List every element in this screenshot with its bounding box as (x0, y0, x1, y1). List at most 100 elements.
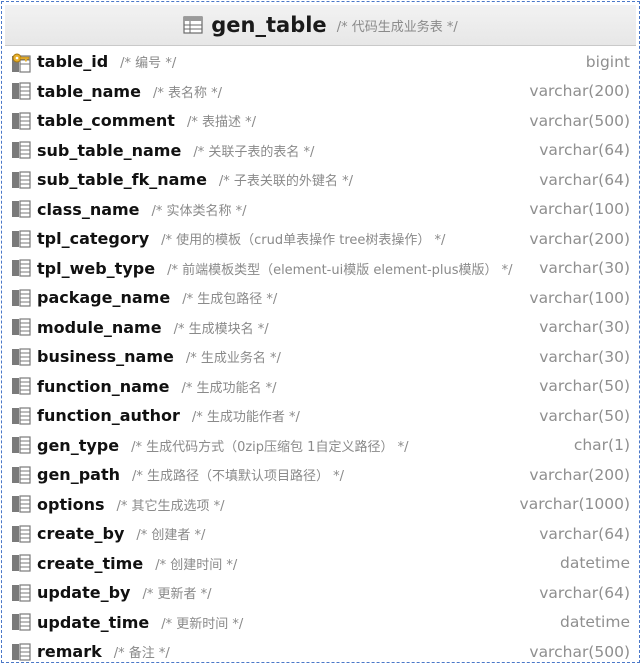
field-comment: /* 表描述 */ (186, 115, 256, 131)
column-icon (11, 141, 31, 159)
field-comment: /* 使用的模板（crud单表操作 tree树表操作） */ (161, 233, 446, 249)
field-row: options /* 其它生成选项 */ varchar(1000) (5, 490, 636, 520)
field-name: sub_table_fk_name (37, 170, 207, 190)
field-type: varchar(500) (529, 111, 630, 130)
field-name: update_time (37, 612, 150, 632)
field-row: function_name /* 生成功能名 */ varchar(50) (5, 372, 636, 402)
column-icon (11, 407, 31, 425)
column-icon (11, 112, 31, 130)
field-comment: /* 更新者 */ (142, 587, 212, 603)
field-name: class_name (37, 199, 140, 219)
field-type: varchar(50) (539, 377, 630, 396)
field-row: table_name /* 表名称 */ varchar(200) (5, 77, 636, 107)
field-name: tpl_web_type (37, 258, 156, 278)
field-row: create_by /* 创建者 */ varchar(64) (5, 519, 636, 549)
field-comment: /* 关联子表的表名 */ (193, 144, 315, 160)
field-row: class_name /* 实体类名称 */ varchar(100) (5, 195, 636, 225)
field-row: sub_table_fk_name/* 子表关联的外键名 */varchar(6… (5, 165, 636, 195)
field-comment: /* 生成功能作者 */ (191, 410, 300, 426)
field-row: tpl_web_type /* 前端模板类型（element-ui模版 eleme… (5, 254, 636, 284)
field-row: remark /* 备注 */ varchar(500) (5, 637, 636, 667)
primary-key-icon (11, 53, 31, 73)
table-icon (183, 16, 203, 34)
field-row: update_by /* 更新者 */ varchar(64) (5, 578, 636, 608)
field-type: varchar(200) (529, 229, 630, 248)
column-icon (11, 436, 31, 454)
field-name: table_name (37, 81, 141, 101)
field-type: varchar(30) (539, 347, 630, 366)
field-type: datetime (560, 613, 630, 632)
field-name: update_by (37, 583, 131, 603)
field-comment: /* 生成包路径 */ (182, 292, 278, 308)
column-icon (11, 348, 31, 366)
field-name: sub_table_name (37, 140, 182, 160)
field-row: gen_path /* 生成路径（不填默认项目路径） */ varchar(200) (5, 460, 636, 490)
field-comment: /* 生成功能名 */ (181, 380, 277, 396)
field-type: varchar(64) (539, 524, 630, 543)
field-row: create_time/* 创建时间 */datetime (5, 549, 636, 579)
field-type: varchar(500) (529, 642, 630, 661)
field-row: module_name /* 生成模块名 */ varchar(30) (5, 313, 636, 343)
table-comment: /* 代码生成业务表 */ (336, 19, 458, 35)
table-header: gen_table /* 代码生成业务表 */ (5, 5, 636, 46)
field-type: varchar(1000) (519, 495, 630, 514)
field-comment: /* 生成业务名 */ (185, 351, 281, 367)
field-name: create_time (37, 553, 144, 573)
field-type: varchar(30) (539, 318, 630, 337)
field-comment: /* 创建者 */ (136, 528, 206, 544)
column-icon (11, 466, 31, 484)
field-comment: /* 其它生成选项 */ (116, 498, 225, 514)
field-type: varchar(64) (539, 583, 630, 602)
column-icon (11, 230, 31, 248)
column-icon (11, 289, 31, 307)
field-row: tpl_category /* 使用的模板（crud单表操作 tree树表操作） … (5, 224, 636, 254)
column-icon (11, 318, 31, 336)
field-type: varchar(200) (529, 82, 630, 101)
column-icon (11, 377, 31, 395)
field-row: table_comment /* 表描述 */ varchar(500) (5, 106, 636, 136)
field-name: function_name (37, 376, 170, 396)
field-name: remark (37, 642, 102, 662)
field-comment: /* 生成路径（不填默认项目路径） */ (131, 469, 345, 485)
field-comment: /* 前端模板类型（element-ui模版 element-plus模版） *… (167, 262, 513, 278)
field-name: business_name (37, 347, 174, 367)
field-comment: /* 生成模块名 */ (173, 321, 269, 337)
field-name: gen_type (37, 435, 120, 455)
field-comment: /* 表名称 */ (152, 85, 222, 101)
field-comment: /* 编号 */ (120, 56, 177, 72)
field-comment: /* 生成代码方式（0zip压缩包 1自定义路径） */ (131, 439, 409, 455)
field-row: gen_type/* 生成代码方式（0zip压缩包 1自定义路径） */char… (5, 431, 636, 461)
column-icon (11, 554, 31, 572)
column-icon (11, 613, 31, 631)
field-comment: /* 备注 */ (113, 646, 170, 662)
column-icon (11, 643, 31, 661)
field-type: varchar(64) (539, 170, 630, 189)
field-row: business_name /* 生成业务名 */ varchar(30) (5, 342, 636, 372)
field-row: function_author /* 生成功能作者 */ varchar(50) (5, 401, 636, 431)
column-icon (11, 259, 31, 277)
field-name: table_comment (37, 111, 175, 131)
field-row: update_time /* 更新时间 */ datetime (5, 608, 636, 638)
field-type: varchar(64) (539, 141, 630, 160)
field-name: table_id (37, 52, 109, 72)
field-list: table_id /* 编号 */ bigint table_name /* 表名称 … (5, 47, 636, 667)
field-type: bigint (585, 52, 630, 71)
field-type: varchar(200) (529, 465, 630, 484)
column-icon (11, 82, 31, 100)
column-icon (11, 171, 31, 189)
field-name: create_by (37, 524, 125, 544)
field-name: tpl_category (37, 229, 150, 249)
field-name: function_author (37, 406, 180, 426)
field-row: sub_table_name /* 关联子表的表名 */ varchar(64) (5, 136, 636, 166)
field-name: options (37, 494, 105, 514)
field-comment: /* 实体类名称 */ (151, 203, 247, 219)
field-row: table_id /* 编号 */ bigint (5, 47, 636, 77)
column-icon (11, 495, 31, 513)
field-name: gen_path (37, 465, 120, 485)
field-type: varchar(100) (529, 200, 630, 219)
field-type: varchar(50) (539, 406, 630, 425)
field-comment: /* 更新时间 */ (161, 616, 244, 632)
field-name: module_name (37, 317, 162, 337)
column-icon (11, 584, 31, 602)
